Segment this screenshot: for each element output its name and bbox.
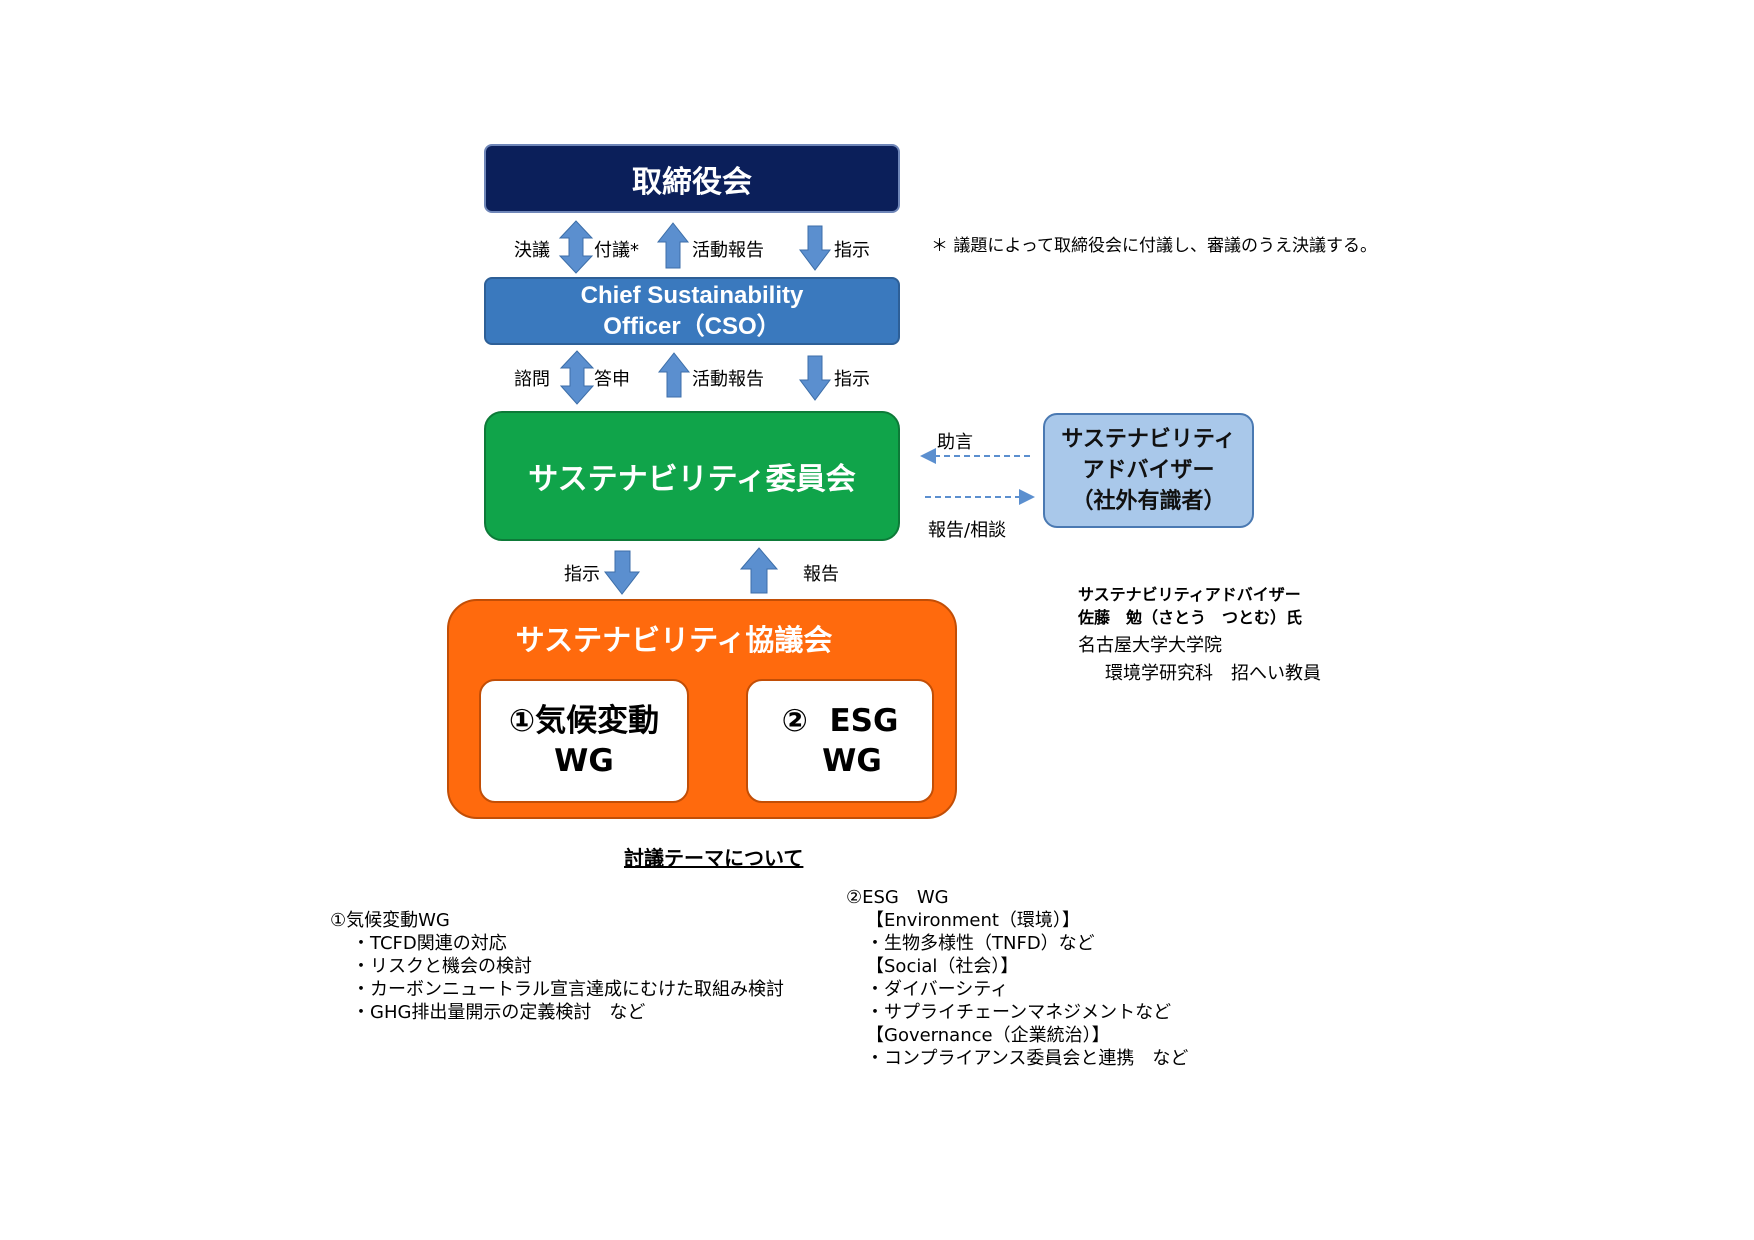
wg2-topics-heading: ②ESG WG bbox=[846, 887, 949, 908]
label-board-report: 活動報告 bbox=[692, 240, 764, 261]
advisor-info-title: サステナビリティアドバイザー bbox=[1078, 585, 1301, 604]
cso-report-up-arrow bbox=[657, 352, 691, 398]
sustainability-council-box: サステナビリティ協議会 ①気候変動 WG ② ESG WG bbox=[447, 599, 957, 819]
wg2-line2: WG bbox=[822, 743, 882, 779]
label-inquiry: 諮問 bbox=[514, 369, 550, 390]
board-of-directors-box: 取締役会 bbox=[484, 144, 900, 213]
council-title: サステナビリティ協議会 bbox=[515, 623, 833, 657]
advisor-line1: サステナビリティ bbox=[1061, 427, 1236, 452]
wg2-topic-line: 【Governance（企業統治）】 bbox=[866, 1025, 1110, 1046]
advisor-info-name: 佐藤 勉（さとう つとむ）氏 bbox=[1078, 608, 1303, 627]
wg2-topic-line: ・生物多様性（TNFD）など bbox=[866, 933, 1095, 954]
sustainability-advisor-box: サステナビリティ アドバイザー （社外有識者） bbox=[1043, 413, 1254, 528]
board-label: 取締役会 bbox=[632, 164, 752, 200]
label-advice: 助言 bbox=[937, 432, 973, 453]
climate-change-wg-box: ①気候変動 WG bbox=[479, 679, 689, 803]
wg1-topics-heading: ①気候変動WG bbox=[330, 910, 450, 931]
board-instruct-down-arrow bbox=[799, 225, 831, 271]
inquiry-reply-double-arrow bbox=[559, 350, 595, 405]
label-submit: 付議* bbox=[594, 240, 639, 261]
wg1-line2: WG bbox=[554, 743, 614, 779]
wg1-topic-item: ・GHG排出量開示の定義検討 など bbox=[352, 1002, 646, 1023]
label-resolve: 決議 bbox=[514, 240, 550, 261]
topics-title: 討議テーマについて bbox=[624, 846, 804, 870]
wg1-topics: ①気候変動WG ・TCFD関連の対応 ・リスクと機会の検討 ・カーボンニュートラ… bbox=[330, 909, 784, 1024]
label-reply: 答申 bbox=[594, 369, 630, 390]
advisor-line3: （社外有識者） bbox=[1071, 489, 1226, 514]
wg1-topic-item: ・カーボンニュートラル宣言達成にむけた取組み検討 bbox=[352, 979, 784, 1000]
wg1-topic-item: ・TCFD関連の対応 bbox=[352, 933, 507, 954]
advisor-info-department: 環境学研究科 招へい教員 bbox=[1105, 663, 1321, 684]
label-committee-instruct: 指示 bbox=[564, 564, 600, 585]
wg1-topic-item: ・リスクと機会の検討 bbox=[352, 956, 532, 977]
cso-instruct-down-arrow bbox=[799, 355, 831, 401]
label-cso-instruct: 指示 bbox=[834, 369, 870, 390]
label-council-report: 報告 bbox=[803, 564, 839, 585]
wg2-topics: ②ESG WG 【Environment（環境）】 ・生物多様性（TNFD）など… bbox=[846, 886, 1188, 1070]
wg2-topic-line: ・サプライチェーンマネジメントなど bbox=[866, 1002, 1172, 1023]
cso-line1: Chief Sustainability bbox=[580, 282, 804, 309]
committee-label: サステナビリティ委員会 bbox=[528, 462, 856, 497]
resolve-submit-double-arrow bbox=[558, 220, 594, 274]
cso-box: Chief Sustainability Officer（CSO） bbox=[484, 277, 900, 345]
sustainability-committee-box: サステナビリティ委員会 bbox=[484, 411, 900, 541]
wg2-topic-line: ・コンプライアンス委員会と連携 など bbox=[866, 1048, 1189, 1069]
wg2-topic-line: ・ダイバーシティ bbox=[866, 979, 1009, 1000]
wg2-line1: ② ESG bbox=[781, 703, 899, 739]
committee-instruct-down-arrow bbox=[603, 550, 641, 595]
label-cso-report: 活動報告 bbox=[692, 369, 764, 390]
wg2-topic-line: 【Social（社会）】 bbox=[866, 956, 1019, 977]
advisor-info-affiliation: 名古屋大学大学院 bbox=[1078, 635, 1222, 656]
cso-line2: Officer（CSO） bbox=[603, 313, 781, 340]
board-report-up-arrow bbox=[656, 222, 690, 269]
label-board-instruct: 指示 bbox=[834, 240, 870, 261]
wg2-topic-line: 【Environment（環境）】 bbox=[866, 910, 1080, 931]
wg1-line1: ①気候変動 bbox=[508, 703, 660, 739]
council-report-up-arrow bbox=[739, 547, 779, 594]
footnote: ＊ 議題によって取締役会に付議し、審議のうえ決議する。 bbox=[931, 236, 1378, 256]
advisor-line2: アドバイザー bbox=[1082, 458, 1215, 483]
label-consult: 報告/相談 bbox=[928, 520, 1007, 541]
esg-wg-box: ② ESG WG bbox=[746, 679, 934, 803]
